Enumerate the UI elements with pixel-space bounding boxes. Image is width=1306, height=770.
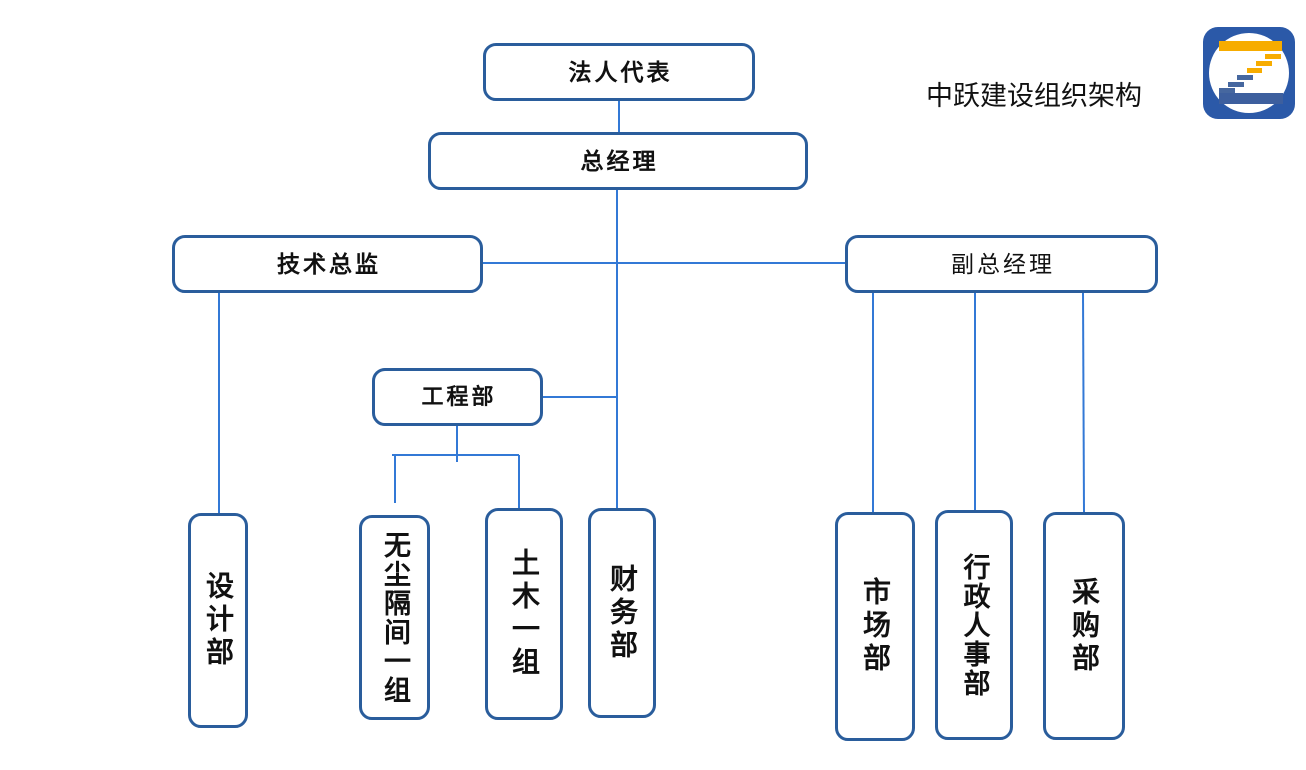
node-technical-director: 技术总监 (172, 235, 483, 293)
node-label: 无尘隔间一组 (380, 530, 410, 705)
node-label: 土木一组 (509, 548, 540, 680)
node-marketing-dept: 市场部 (835, 512, 915, 741)
node-label: 财务部 (607, 563, 638, 663)
node-finance-dept: 财务部 (588, 508, 656, 718)
logo-z-stairs (1219, 41, 1283, 104)
node-label: 技术总监 (277, 250, 381, 277)
page-title: 中跃建设组织架构 (926, 81, 1142, 111)
node-label: 行政人事部 (959, 552, 990, 698)
node-procurement-dept: 采购部 (1043, 512, 1125, 740)
node-label: 法人代表 (568, 58, 673, 85)
connector-line (1082, 292, 1085, 514)
node-label: 副总经理 (951, 250, 1055, 277)
zhongyue-z-logo (1203, 27, 1295, 119)
node-deputy-general-manager: 副总经理 (845, 235, 1158, 293)
node-engineering-dept: 工程部 (372, 368, 543, 426)
node-label: 市场部 (860, 577, 891, 676)
node-label: 采购部 (1069, 576, 1100, 676)
node-admin-hr-dept: 行政人事部 (935, 510, 1013, 740)
node-civil-group-1: 土木一组 (485, 508, 563, 720)
node-label: 设计部 (203, 571, 234, 670)
node-legal-representative: 法人代表 (483, 43, 755, 101)
node-label: 总经理 (580, 147, 659, 174)
node-general-manager: 总经理 (428, 132, 808, 190)
node-cleanroom-partition-group-1: 无尘隔间一组 (359, 515, 430, 720)
node-label: 工程部 (421, 384, 497, 409)
node-design-dept: 设计部 (188, 513, 248, 728)
